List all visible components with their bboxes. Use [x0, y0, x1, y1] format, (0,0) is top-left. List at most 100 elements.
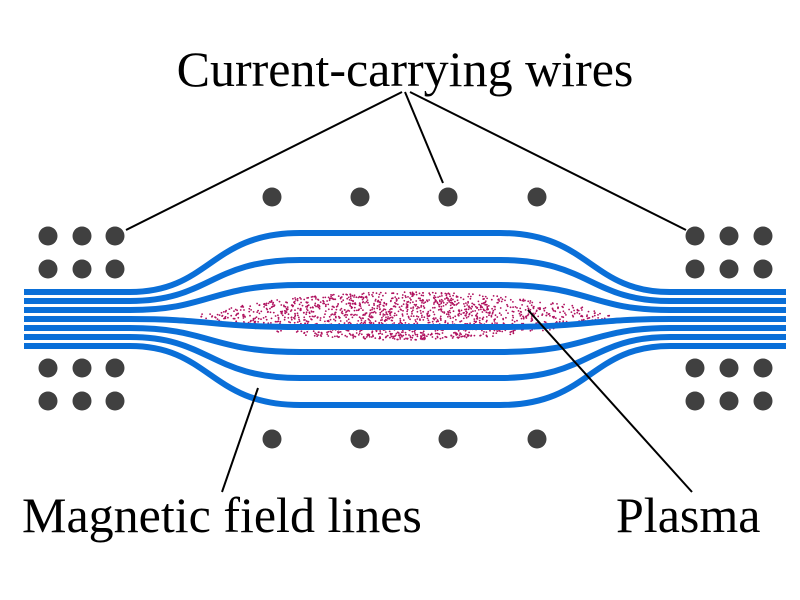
plasma-particle	[422, 319, 425, 321]
plasma-particle	[317, 334, 319, 336]
plasma-particle	[350, 299, 353, 302]
plasma-particle	[580, 307, 583, 309]
plasma-particle	[576, 311, 579, 314]
plasma-particle	[447, 297, 449, 300]
wire-dot	[719, 259, 739, 279]
plasma-particle	[384, 292, 387, 294]
plasma-particle	[422, 330, 425, 333]
plasma-particle	[334, 319, 337, 322]
field-line-6	[24, 334, 786, 381]
plasma-particle	[576, 309, 579, 312]
plasma-particle	[481, 295, 484, 298]
plasma-particle	[437, 296, 439, 298]
plasma-particle	[237, 312, 240, 315]
plasma-particle	[460, 335, 463, 338]
plasma-particle	[411, 291, 414, 294]
plasma-particle	[410, 299, 412, 301]
plasma-particle	[456, 303, 459, 305]
plasma-particle	[307, 320, 310, 323]
plasma-particle	[436, 301, 439, 303]
plasma-particle	[265, 318, 268, 321]
plasma-particle	[361, 298, 364, 301]
plasma-particle	[241, 305, 244, 308]
plasma-particle	[406, 305, 409, 307]
plasma-particle	[308, 311, 311, 314]
plasma-particle	[522, 315, 524, 318]
plasma-particle	[350, 307, 353, 309]
plasma-particle	[481, 311, 484, 313]
plasma-particle	[347, 318, 350, 321]
plasma-particle	[302, 311, 305, 314]
plasma-particle	[444, 298, 446, 300]
plasma-particle	[308, 315, 311, 318]
plasma-particle	[274, 320, 277, 323]
plasma-particle	[404, 295, 407, 297]
plasma-particle	[581, 309, 583, 311]
plasma-particle	[284, 316, 286, 319]
plasma-particle	[466, 311, 468, 314]
plasma-particle	[377, 299, 380, 302]
plasma-particle	[465, 314, 467, 317]
plasma-particle	[353, 314, 355, 317]
plasma-particle	[318, 304, 321, 307]
plasma-particle	[377, 296, 380, 298]
plasma-particle	[433, 295, 436, 297]
plasma-particle	[370, 321, 373, 324]
plasma-particle	[434, 296, 437, 299]
plasma-particle	[316, 335, 318, 338]
plasma-particle	[293, 302, 296, 305]
plasma-particle	[404, 322, 407, 324]
plasma-particle	[591, 315, 594, 318]
plasma-particle	[478, 321, 481, 324]
plasma-particle	[294, 297, 296, 299]
plasma-particle	[455, 296, 458, 298]
plasma-particle	[311, 298, 313, 301]
plasma-particle	[524, 309, 527, 311]
plasma-particle	[249, 305, 252, 308]
plasma-particle	[496, 316, 499, 318]
plasma-particle	[351, 316, 354, 319]
plasma-particle	[337, 295, 340, 297]
plasma-particle	[468, 305, 470, 308]
plasma-particle	[388, 318, 391, 320]
plasma-particle	[507, 312, 509, 314]
plasma-particle	[416, 306, 419, 308]
plasma-particle	[360, 321, 363, 324]
plasma-particle	[578, 312, 581, 315]
plasma-particle	[568, 308, 570, 311]
plasma-particle	[426, 299, 428, 302]
plasma-particle	[257, 309, 259, 312]
plasma-particle	[462, 317, 465, 320]
plasma-particle	[368, 313, 371, 316]
plasma-particle	[329, 318, 332, 321]
plasma-particle	[482, 302, 485, 305]
wire-dot	[105, 391, 125, 411]
plasma-particle	[347, 302, 350, 305]
field-line-7	[24, 343, 786, 408]
plasma-particle	[250, 319, 252, 322]
plasma-particle	[434, 332, 437, 335]
plasma-particle	[379, 313, 382, 316]
plasma-particle	[395, 332, 398, 335]
plasma-particle	[452, 298, 454, 301]
plasma-particle	[283, 310, 286, 312]
plasma-particle	[439, 315, 442, 318]
plasma-particle	[311, 306, 314, 309]
plasma-particle	[509, 333, 512, 336]
plasma-particle	[491, 307, 493, 310]
plasma-particle	[378, 337, 381, 340]
plasma-particle	[562, 310, 565, 313]
wire-dot	[38, 259, 58, 279]
plasma-particle	[411, 293, 414, 296]
plasma-particle	[300, 298, 302, 300]
plasma-particle	[356, 314, 358, 316]
plasma-particle	[298, 303, 301, 306]
plasma-particle	[454, 315, 457, 318]
plasma-particle	[427, 312, 429, 315]
plasma-particle	[228, 308, 231, 310]
plasma-particle	[405, 296, 407, 299]
plasma-particle	[252, 319, 255, 322]
plasma-particle	[451, 337, 454, 339]
plasma-particle	[439, 317, 442, 320]
plasma-particle	[428, 299, 430, 301]
